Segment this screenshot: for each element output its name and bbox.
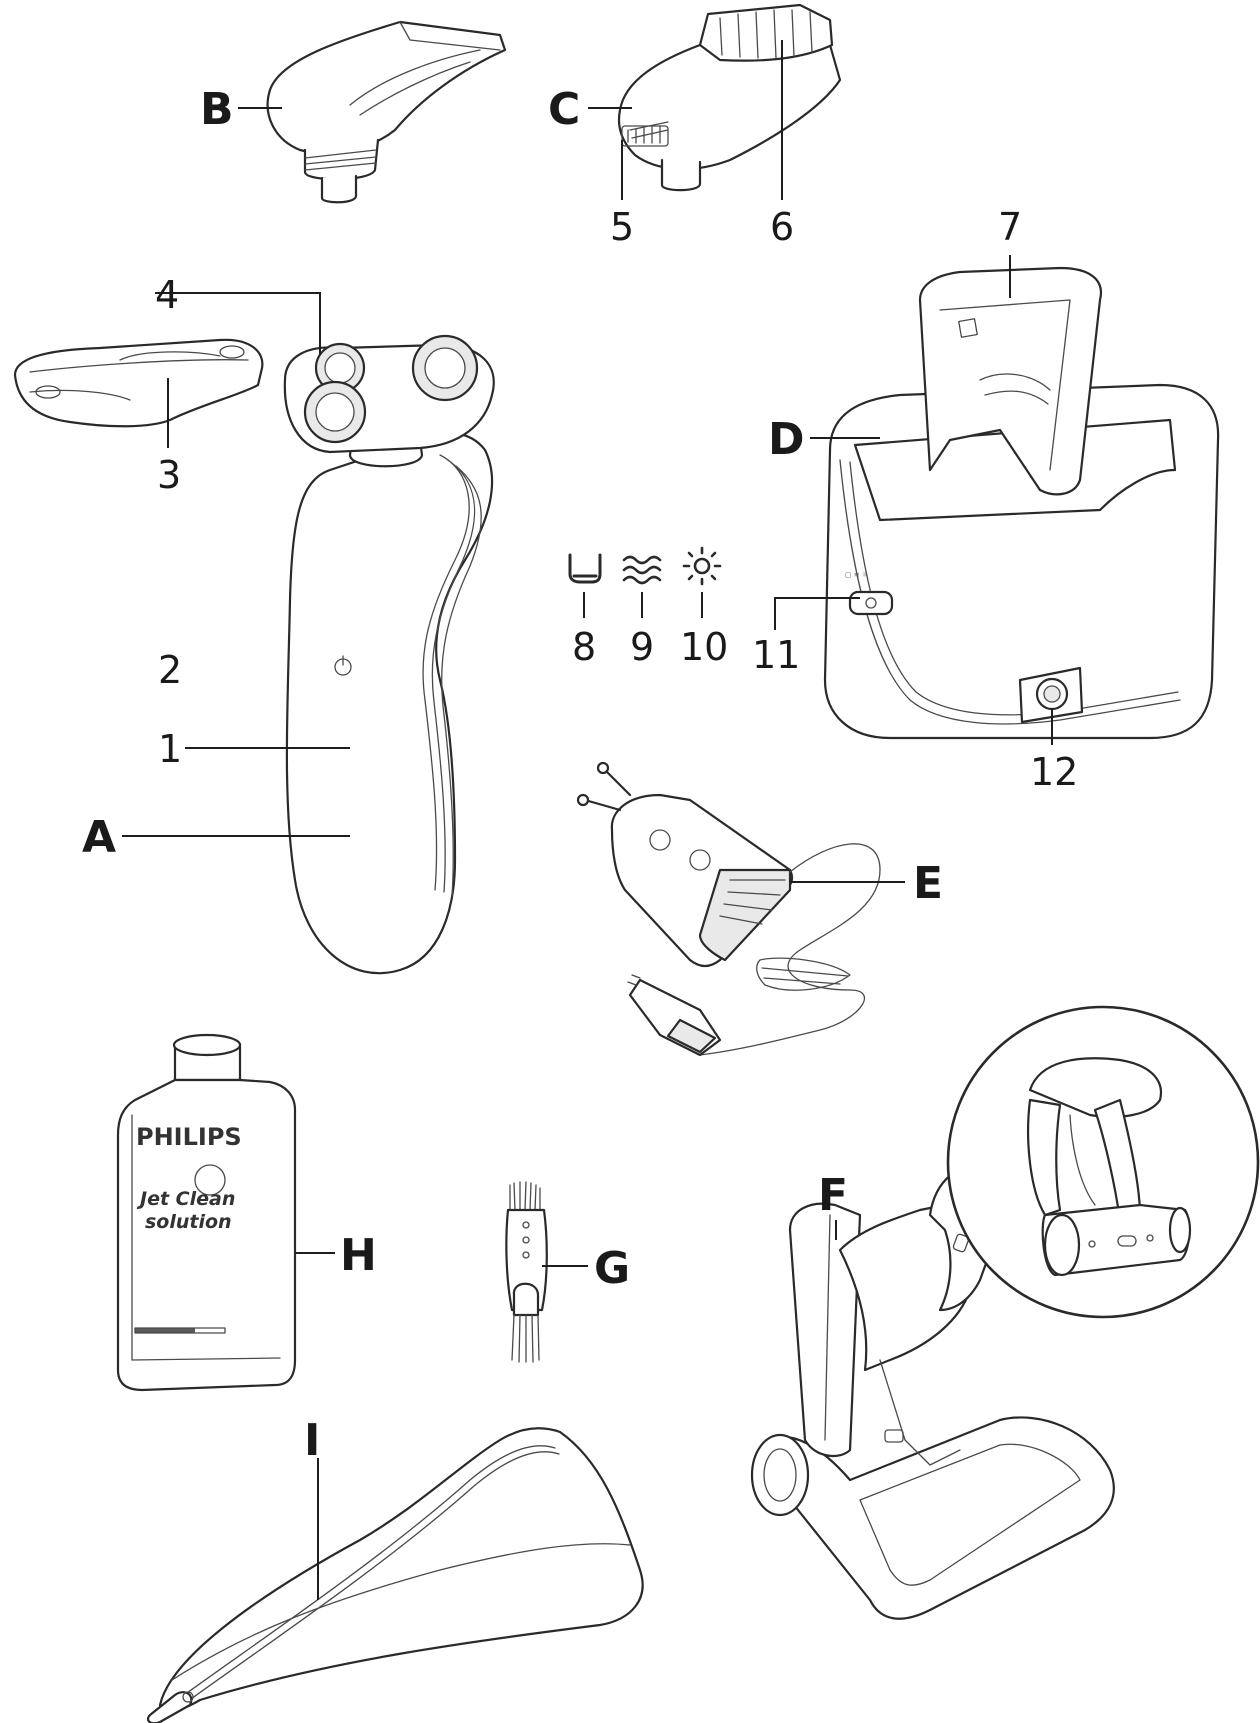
label-g: G <box>594 1243 630 1294</box>
leader-line-11 <box>774 597 860 630</box>
label-h: H <box>340 1230 377 1281</box>
label-5: 5 <box>610 205 634 249</box>
precision-trimmer-attachment <box>266 20 507 204</box>
label-b: B <box>200 84 234 135</box>
label-e: E <box>913 858 943 909</box>
label-d: D <box>768 414 805 465</box>
drying-sun-icon <box>682 546 722 586</box>
label-f: F <box>818 1170 848 1221</box>
bottle-brand: PHILIPS <box>136 1123 242 1151</box>
svg-text:▢ ≋ ☼: ▢ ≋ ☼ <box>845 571 868 579</box>
shaver <box>283 334 495 975</box>
label-10: 10 <box>680 625 728 669</box>
label-a: A <box>82 812 116 863</box>
label-12: 12 <box>1030 750 1078 794</box>
label-2: 2 <box>158 648 182 692</box>
label-11: 11 <box>752 633 800 677</box>
cleaning-waves-icon <box>622 555 662 585</box>
label-1: 1 <box>158 727 182 771</box>
cleaning-system: ▢ ≋ ☼ <box>823 266 1220 740</box>
label-6: 6 <box>770 205 794 249</box>
cleaning-brush <box>505 1181 548 1363</box>
label-i: I <box>304 1415 320 1466</box>
label-c: C <box>548 84 580 135</box>
power-adapter <box>576 761 881 1057</box>
bottle-line1: Jet Clean <box>136 1188 235 1210</box>
travel-pouch <box>146 1427 644 1723</box>
label-4: 4 <box>155 273 179 317</box>
label-9: 9 <box>630 625 654 669</box>
beard-styler-attachment <box>617 3 842 192</box>
cleaning-solution-bottle: PHILIPS Jet Clean solution <box>116 1033 297 1392</box>
cartridge-level-icon <box>568 553 602 584</box>
power-icon <box>334 655 352 676</box>
protection-cap <box>13 338 264 428</box>
label-8: 8 <box>572 625 596 669</box>
label-3: 3 <box>157 453 181 497</box>
bottle-line2: solution <box>145 1211 232 1233</box>
label-7: 7 <box>998 205 1022 249</box>
leader-line-4 <box>155 292 321 355</box>
charging-stand-detail <box>946 1005 1260 1319</box>
